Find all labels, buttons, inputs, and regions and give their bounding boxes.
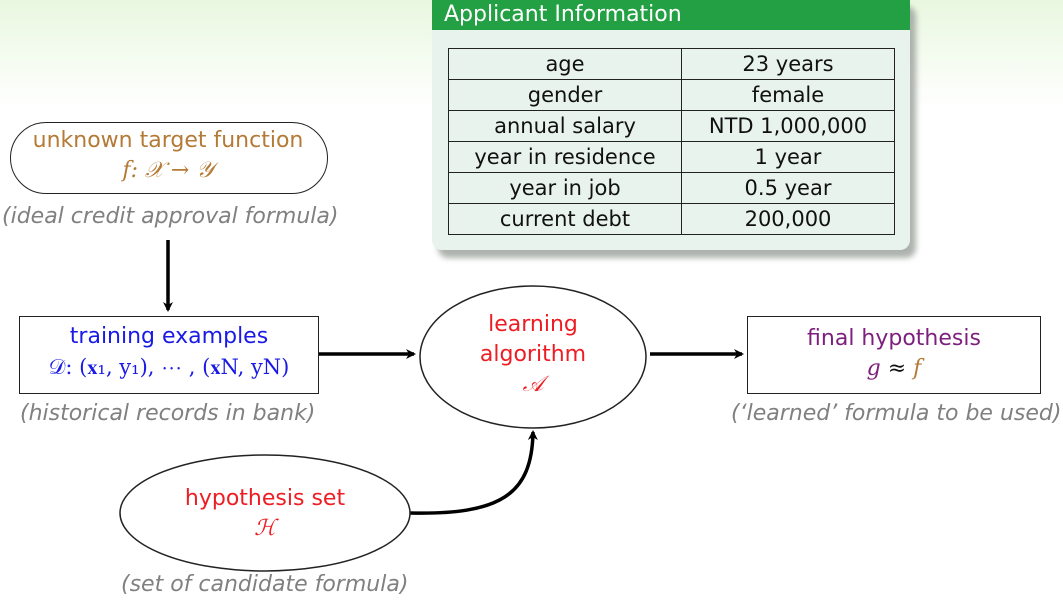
final-g-symbol: g: [866, 356, 881, 381]
row-value: 1 year: [681, 141, 895, 173]
table-row: year in residence 1 year: [448, 141, 895, 173]
final-hypothesis-box: [747, 316, 1041, 394]
table-row: current debt 200,000: [448, 203, 895, 235]
final-hypothesis-label: final hypothesis: [807, 326, 981, 351]
row-value: 200,000: [681, 203, 895, 235]
row-key: current debt: [448, 203, 682, 235]
hypothesis-set-symbol: ℋ: [254, 516, 276, 541]
target-function-box: [10, 122, 328, 194]
hypothesis-ellipse: [119, 454, 411, 572]
target-function-note: (ideal credit approval formula): [2, 204, 339, 229]
algorithm-ellipse: [419, 285, 647, 429]
applicant-info-title: Applicant Information: [432, 0, 910, 30]
target-function-label: unknown target function: [32, 128, 304, 153]
training-examples-formula: 𝒟: (𝐱₁, y₁), ⋯ , (𝐱N, yN): [48, 355, 290, 379]
algorithm-symbol: 𝒜: [522, 372, 544, 397]
training-examples-box: [19, 316, 319, 394]
algorithm-label-line1: learning: [488, 312, 578, 337]
row-value: NTD 1,000,000: [681, 110, 895, 142]
arrow-hypothesis-to-algorithm: [409, 430, 538, 515]
hypothesis-set-label: hypothesis set: [184, 486, 346, 511]
final-hypothesis-formula: g ≈ f: [747, 356, 1041, 381]
applicant-info-table: age 23 years gender female annual salary…: [448, 48, 895, 235]
hypothesis-set-note: (set of candidate formula): [121, 572, 409, 597]
final-f-symbol: f: [913, 356, 922, 381]
row-key: age: [448, 48, 682, 80]
applicant-info-panel: Applicant Information age 23 years gende…: [432, 0, 910, 250]
row-value: 0.5 year: [681, 172, 895, 204]
table-row: annual salary NTD 1,000,000: [448, 110, 895, 142]
target-function-formula: f: 𝒳 → 𝒴: [122, 158, 214, 183]
training-examples-label: training examples: [69, 324, 269, 349]
final-hypothesis-note: (‘learned’ formula to be used): [731, 401, 1062, 426]
approx-symbol: ≈: [880, 356, 914, 381]
table-row: age 23 years: [448, 48, 895, 80]
training-examples-note: (historical records in bank): [20, 401, 316, 426]
algorithm-label-line2: algorithm: [479, 342, 587, 367]
row-key: annual salary: [448, 110, 682, 142]
